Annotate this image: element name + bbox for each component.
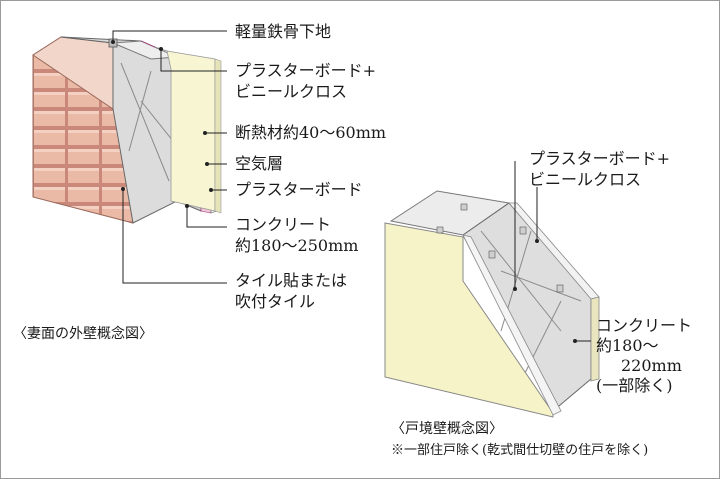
- label-air-layer: 空気層: [235, 154, 284, 173]
- party-wall-leaders: [514, 161, 591, 342]
- label-party-exception: (一部除く): [596, 376, 673, 395]
- label-concrete-thickness: 約180〜250mm: [235, 236, 359, 255]
- label-plaster-board: プラスターボード: [235, 180, 363, 199]
- label-concrete: コンクリート: [235, 215, 332, 234]
- outer-wall-leader-dots: [111, 40, 213, 208]
- label-party-board-cloth-line2: ビニールクロス: [529, 170, 642, 189]
- label-plaster-board-cloth-line1: プラスターボード+: [235, 61, 377, 80]
- outer-wall-illustration: [32, 30, 227, 284]
- caption-outer-wall: 〈妻面の外壁概念図〉: [13, 326, 153, 342]
- label-party-thickness-line1: 約180〜: [596, 336, 659, 355]
- label-tile-line2: 吹付タイル: [235, 292, 316, 311]
- party-wall-illustration: [384, 161, 600, 418]
- label-party-thickness-line2: 220mm: [621, 356, 682, 375]
- outer-wall-leaders: [112, 30, 227, 284]
- clip-markers: [436, 203, 564, 293]
- back-board-edge: [590, 296, 600, 382]
- label-party-board-cloth-line1: プラスターボード+: [529, 149, 671, 168]
- plaster-board-cloth-layer: [384, 222, 562, 418]
- label-light-steel-frame: 軽量鉄骨下地: [235, 22, 332, 41]
- label-plaster-board-cloth-line2: ビニールクロス: [235, 82, 348, 101]
- party-wall-leader-dots: [513, 239, 577, 343]
- label-insulation: 断熱材約40〜60mm: [235, 123, 387, 142]
- note-party-wall: ※一部住戸除く(乾式間仕切壁の住戸を除く): [391, 443, 649, 458]
- caption-party-wall: 〈戸境壁概念図〉: [391, 421, 503, 437]
- finish-board-layer: [166, 50, 222, 214]
- label-tile-line1: タイル貼または: [235, 271, 348, 290]
- label-party-concrete: コンクリート: [596, 316, 693, 335]
